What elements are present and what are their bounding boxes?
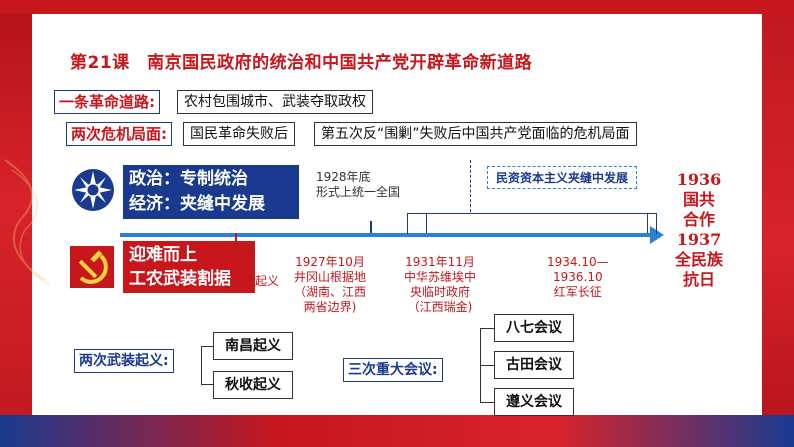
ccp-summary-box: 迎难而上 工农武装割据 <box>123 241 255 293</box>
crisis-label: 两次危机局面: <box>66 122 172 146</box>
frame-bottom-border <box>0 415 794 447</box>
event-line: 红军长征 <box>553 285 602 299</box>
meeting-item: 古田会议 <box>494 351 574 379</box>
event-line: 中华苏维埃中 <box>404 270 477 284</box>
timeline-arrow-icon <box>650 226 664 244</box>
event-1928-date: 1928年底 <box>316 170 371 184</box>
ccp-line1: 迎难而上 <box>129 245 197 265</box>
uprising-item: 南昌起义 <box>213 332 293 360</box>
meetings-bracket-mid <box>480 365 494 366</box>
meeting-item: 八七会议 <box>494 314 574 342</box>
ccp-fragment: 起义 <box>255 274 280 288</box>
uprising-item: 秋收起义 <box>213 371 293 399</box>
dashed-connector <box>470 160 471 212</box>
period-bracket <box>407 213 657 234</box>
right-col-line: 抗日 <box>682 270 715 289</box>
event-1928-text: 形式上统一全国 <box>316 185 401 199</box>
tick-1927 <box>235 233 237 245</box>
right-col-line: 合作 <box>682 210 715 229</box>
event-line: 两省边界) <box>303 300 357 314</box>
event-long-march: 1934.10— 1936.10 红军长征 <box>547 255 609 300</box>
event-line: （江西瑞金) <box>407 300 473 314</box>
right-column-summary: 1936 国共 合作 1937 全民族 抗日 <box>668 170 730 290</box>
uprisings-bracket-top <box>201 346 213 347</box>
frame-left-border <box>0 0 32 447</box>
event-jinggangshan: 1927年10月 井冈山根据地 （湖南、江西 两省边界) <box>294 255 366 315</box>
event-line: 央临时政府 <box>410 285 471 299</box>
kmt-summary-box: 政治：专制统治 经济：夹缝中发展 <box>123 165 299 219</box>
meetings-label: 三次重大会议: <box>343 358 443 382</box>
road-label: 一条革命道路: <box>54 90 160 114</box>
right-col-line: 1936 <box>676 170 722 189</box>
period-bracket-inner <box>426 213 648 233</box>
decorative-swirl <box>4 159 51 286</box>
ccp-emblem-box <box>68 244 120 292</box>
event-line: 井冈山根据地 <box>294 270 367 284</box>
uprisings-bracket <box>201 346 202 384</box>
kmt-emblem-box <box>68 167 122 215</box>
page-title: 第21课 南京国民政府的统治和中国共产党开辟革命新道路 <box>70 53 533 73</box>
ccp-line2: 工农武装割据 <box>129 269 231 289</box>
timeline-bar <box>120 233 656 237</box>
crisis-item: 第五次反“围剿”失败后中国共产党面临的危机局面 <box>314 122 637 146</box>
event-line: 1936.10 <box>553 270 603 284</box>
kmt-economy: 经济：夹缝中发展 <box>129 194 265 214</box>
right-col-line: 全民族 <box>674 250 723 269</box>
uprisings-bracket-bottom <box>201 384 213 385</box>
frame-right-border <box>762 0 794 447</box>
event-soviet: 1931年11月 中华苏维埃中 央临时政府 （江西瑞金) <box>404 255 476 315</box>
meeting-item: 遵义会议 <box>494 388 574 416</box>
event-1928: 1928年底 形式上统一全国 <box>316 170 400 200</box>
frame-top-border <box>0 0 794 14</box>
bourgeoisie-note: 民资资本主义夹缝中发展 <box>487 166 638 189</box>
kmt-politics: 政治：专制统治 <box>129 169 248 189</box>
event-line: 1931年11月 <box>405 255 475 269</box>
right-col-line: 1937 <box>676 230 722 249</box>
event-line: 1927年10月 <box>295 255 365 269</box>
event-line: （湖南、江西 <box>294 285 367 299</box>
tick-1928 <box>370 221 372 233</box>
hammer-sickle-icon <box>70 246 114 288</box>
meetings-bracket-top <box>480 328 494 329</box>
event-line: 1934.10— <box>547 255 609 269</box>
kmt-emblem-icon <box>72 169 114 211</box>
meetings-bracket-bottom <box>480 402 494 403</box>
road-value: 农村包围城市、武装夺取政权 <box>177 90 373 114</box>
crisis-item: 国民革命失败后 <box>183 122 295 146</box>
right-col-line: 国共 <box>682 190 715 209</box>
uprisings-label: 两次武装起义: <box>74 349 174 373</box>
